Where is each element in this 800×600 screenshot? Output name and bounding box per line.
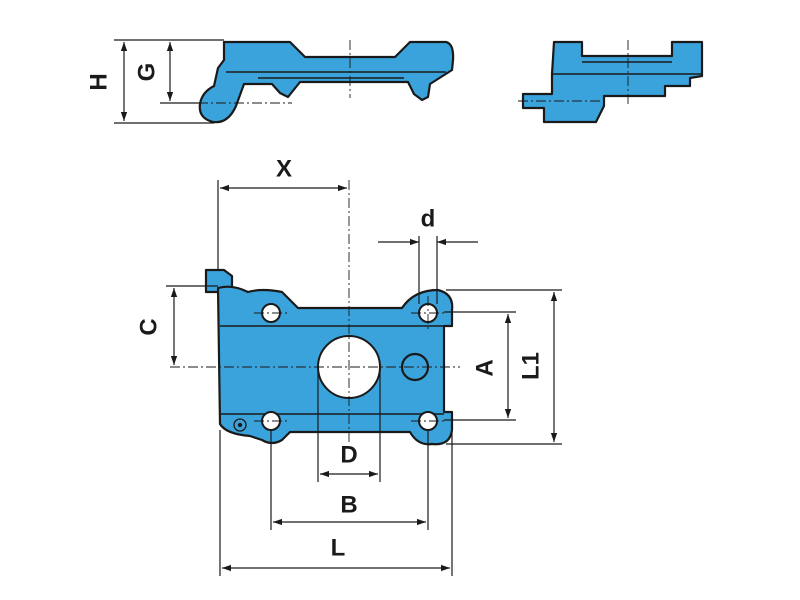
side-view: H G (85, 39, 455, 124)
x-label: X (276, 155, 292, 182)
a-label: A (471, 359, 498, 376)
end-view (518, 40, 704, 124)
g-label: G (133, 63, 160, 82)
l-label: L (331, 534, 346, 561)
end-view-body (521, 40, 704, 124)
d-label: d (421, 205, 436, 232)
plan-view: X d C A L1 D B L (135, 155, 562, 576)
logo-mark-dot (237, 422, 243, 428)
dd-label: D (340, 441, 357, 468)
h-label: H (85, 73, 112, 90)
c-label: C (135, 318, 162, 335)
logo-mark-icon (233, 418, 247, 432)
b-label: B (340, 491, 357, 518)
side-view-body (198, 40, 455, 124)
l1-label: L1 (517, 352, 544, 380)
